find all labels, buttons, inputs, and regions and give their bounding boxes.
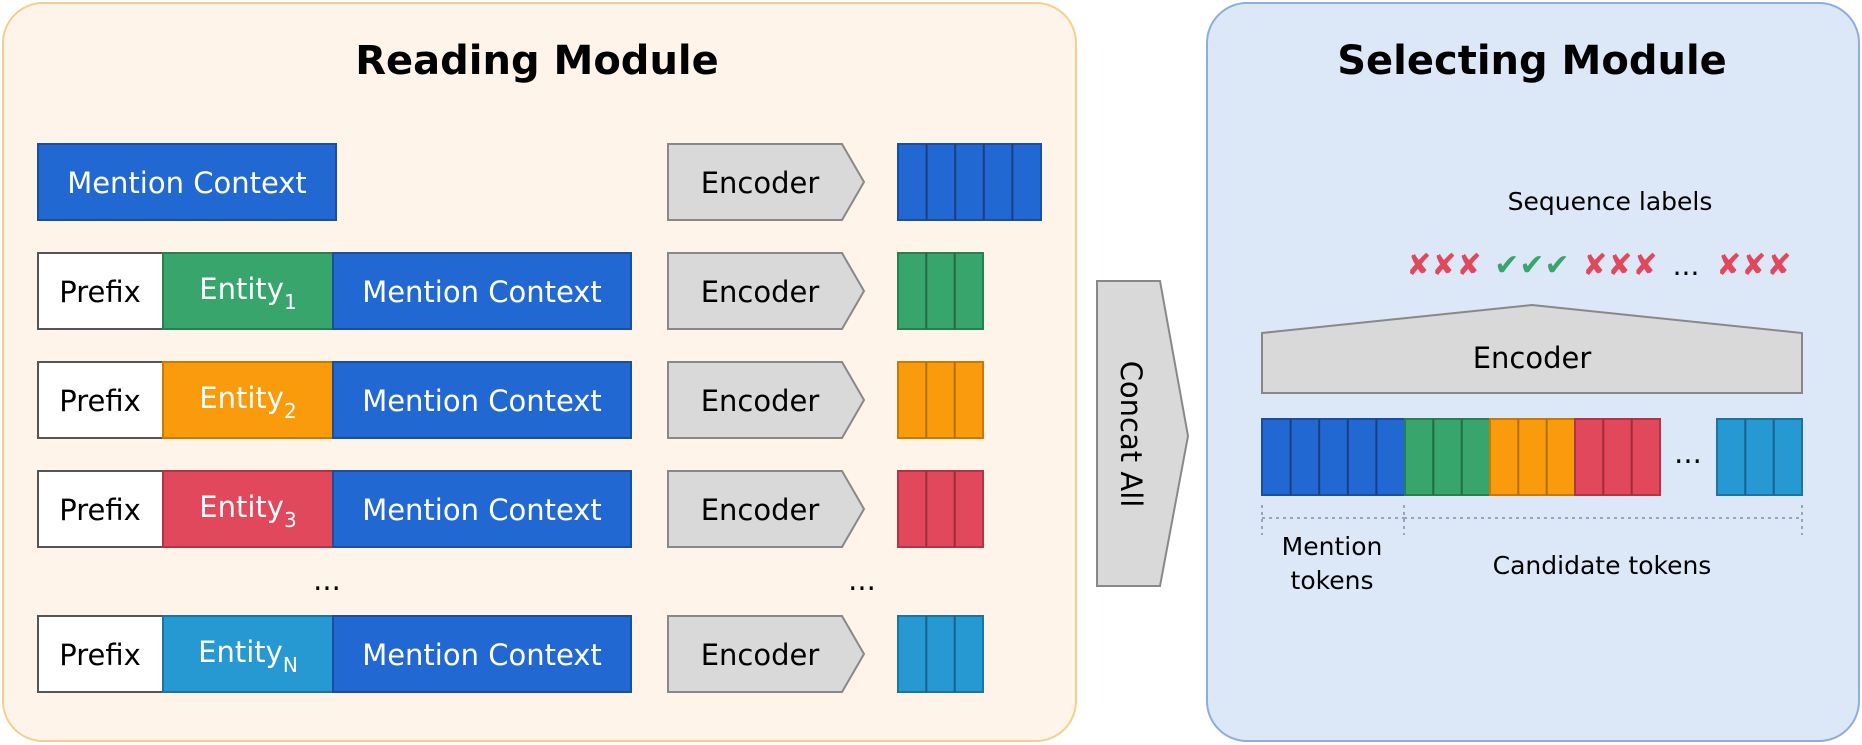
labels-ellipsis: ... — [1673, 249, 1700, 282]
selecting-module-title: Selecting Module — [1337, 38, 1727, 84]
prefix-label: Prefix — [59, 493, 141, 527]
encoder-arrow: Encoder — [667, 143, 866, 221]
entity-label-1: Entity1 — [199, 272, 296, 314]
output-vectors — [897, 143, 1042, 693]
tokens-ellipsis: ... — [1674, 436, 1702, 470]
encoder-label: Encoder — [1473, 341, 1592, 375]
check-marks: ✔✔✔ — [1494, 248, 1569, 283]
prefix-label: Prefix — [59, 638, 141, 672]
sequence-labels-caption: Sequence labels — [1508, 187, 1713, 216]
entity-row-n: Prefix EntityN Mention Context — [37, 615, 632, 693]
rows-ellipsis: ... — [313, 563, 341, 597]
encoder-label: Encoder — [701, 275, 820, 309]
entity-box-2 — [162, 361, 334, 439]
entity-row-1: Prefix Entity1 Mention Context — [37, 252, 632, 330]
prefix-box — [37, 470, 164, 548]
entity-label-n: EntityN — [198, 635, 298, 677]
reading-module-title: Reading Module — [355, 38, 719, 84]
encoder-arrow: Encoder — [667, 615, 866, 693]
concat-all-label: Concat All — [1114, 361, 1148, 508]
encoder-arrow: Encoder — [667, 470, 866, 548]
entity-row-3: Prefix Entity3 Mention Context — [37, 470, 632, 548]
encoder-arrow: Encoder — [667, 361, 866, 439]
reading-module: Reading Module Mention Context Prefix En… — [2, 2, 1077, 742]
mention-context-box — [332, 361, 632, 439]
mention-context-box — [37, 143, 337, 221]
mention-token-block — [1261, 418, 1406, 496]
entity-vector-1 — [897, 252, 984, 330]
prefix-box — [37, 361, 164, 439]
sequence-label-marks: ✘✘✘ ✔✔✔ ✘✘✘ ... ✘✘✘ — [1406, 248, 1791, 283]
mention-context-label: Mention Context — [362, 493, 602, 527]
mention-context-label: Mention Context — [362, 275, 602, 309]
entity-label-3: Entity3 — [199, 490, 296, 532]
entity-label-2: Entity2 — [199, 381, 296, 423]
entity-token-block-3 — [1574, 418, 1661, 496]
reading-encoders: Encoder Encoder Encoder Encoder Encoder — [667, 143, 866, 693]
concatenated-tokens: ... — [1261, 418, 1803, 496]
prefix-label: Prefix — [59, 275, 141, 309]
mention-context-box — [332, 470, 632, 548]
entity-token-block-2 — [1489, 418, 1576, 496]
prefix-box — [37, 252, 164, 330]
encoder-label: Encoder — [701, 166, 820, 200]
entity-vector-n — [897, 615, 984, 693]
entity-token-block-n — [1716, 418, 1803, 496]
selecting-module: Selecting Module Sequence labels ✘✘✘ ✔✔✔… — [1206, 2, 1860, 742]
mention-context-box — [332, 252, 632, 330]
encoders-ellipsis: ... — [848, 563, 876, 597]
encoder-label: Encoder — [701, 493, 820, 527]
entity-token-block-1 — [1404, 418, 1491, 496]
entity-vector-2 — [897, 361, 984, 439]
prefix-label: Prefix — [59, 384, 141, 418]
entity-row-2: Prefix Entity2 Mention Context — [37, 361, 632, 439]
mention-only-row: Mention Context — [37, 143, 337, 221]
selecting-encoder: Encoder — [1261, 303, 1803, 394]
mention-vector — [897, 143, 1042, 221]
cross-marks: ✘✘✘ — [1582, 248, 1657, 283]
entity-box-1 — [162, 252, 334, 330]
candidate-tokens-label: Candidate tokens — [1493, 551, 1712, 580]
encoder-arrow: Encoder — [667, 252, 866, 330]
cross-marks: ✘✘✘ — [1716, 248, 1791, 283]
mention-context-label: Mention Context — [362, 384, 602, 418]
prefix-box — [37, 615, 164, 693]
encoder-label: Encoder — [701, 384, 820, 418]
entity-vector-3 — [897, 470, 984, 548]
token-brackets — [1261, 505, 1803, 535]
mention-context-box — [332, 615, 632, 693]
cross-marks: ✘✘✘ — [1406, 248, 1481, 283]
concat-all-arrow: Concat All — [1096, 280, 1190, 587]
mention-context-label: Mention Context — [67, 166, 307, 200]
encoder-label: Encoder — [701, 638, 820, 672]
mention-context-label: Mention Context — [362, 638, 602, 672]
